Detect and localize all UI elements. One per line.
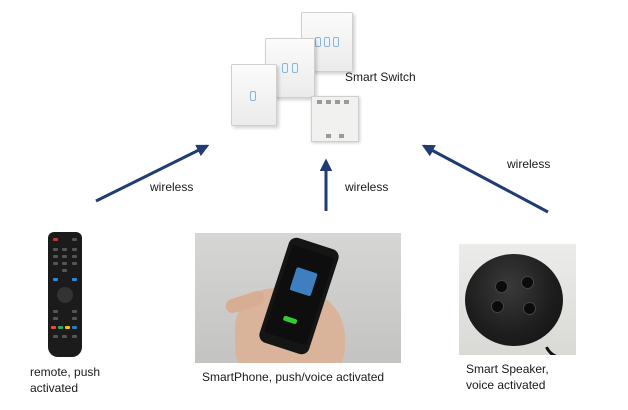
arrow-speaker-to-switch (421, 144, 549, 214)
smartphone-label: SmartPhone, push/voice activated (202, 370, 385, 384)
smart-switch-cluster (225, 8, 359, 143)
switch-module (311, 96, 359, 142)
switch-panel-1gang (231, 64, 277, 126)
smart-speaker-image (459, 244, 576, 355)
speaker-label-line1: Smart Speaker, (466, 362, 549, 376)
wireless-label-center: wireless (345, 180, 389, 194)
arrow-remote-to-switch (95, 144, 210, 203)
speaker-label-line2: voice activated (466, 378, 546, 392)
smart-switch-label: Smart Switch (345, 70, 416, 84)
remote-label-line2: activated (30, 381, 79, 395)
remote-label-line1: remote, push (30, 365, 101, 379)
wireless-label-right: wireless (507, 157, 551, 171)
remote-control-image (48, 232, 82, 357)
wireless-label-left: wireless (150, 180, 194, 194)
smartphone-hand-image (195, 233, 401, 363)
